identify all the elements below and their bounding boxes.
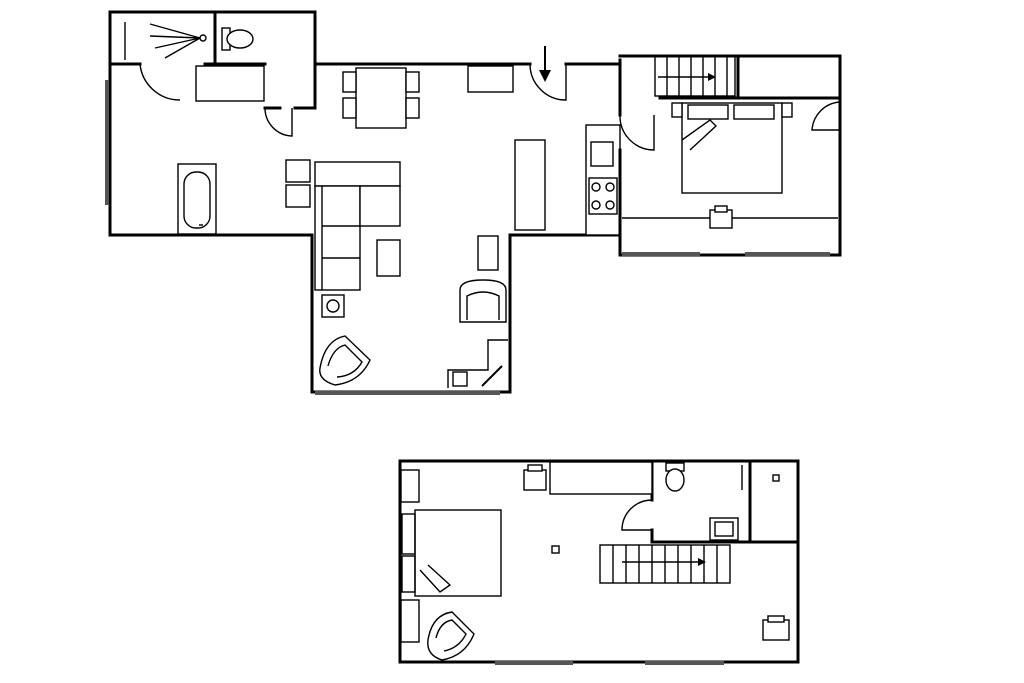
corner-sofa xyxy=(314,161,401,291)
sink-icon xyxy=(590,141,614,167)
bedroom-walls xyxy=(618,54,842,257)
sink-icon xyxy=(709,517,739,541)
bathroom-walls xyxy=(108,10,317,237)
living-area xyxy=(285,46,622,395)
drain-icon xyxy=(772,474,780,482)
dining-table xyxy=(342,67,420,129)
shower-door xyxy=(139,63,181,101)
bathroom xyxy=(105,10,317,237)
double-bed-icon xyxy=(401,509,502,597)
upper-floor-walls xyxy=(398,459,800,664)
fireplace-icon xyxy=(447,339,508,388)
entrance-arrow-icon xyxy=(539,46,551,82)
closet-door xyxy=(811,101,841,131)
chair-icon xyxy=(405,71,420,93)
chair-icon xyxy=(342,97,357,119)
floor-lamp-icon xyxy=(321,294,345,318)
toilet-icon xyxy=(221,27,254,51)
chair-icon xyxy=(405,97,420,119)
stairs-icon xyxy=(599,544,731,584)
shelf xyxy=(400,469,420,503)
chair-icon xyxy=(285,184,311,208)
stove-icon xyxy=(588,177,618,215)
coffee-table xyxy=(376,239,401,277)
bathtub-icon xyxy=(177,163,217,235)
double-bed-icon xyxy=(671,102,793,194)
armchair-icon xyxy=(427,611,475,661)
armchair-icon xyxy=(319,335,371,386)
tv-cabinet xyxy=(477,235,499,271)
shower-head-icon xyxy=(124,22,207,60)
bedroom-door xyxy=(619,114,655,151)
sideboard xyxy=(467,65,514,93)
bathroom-door xyxy=(264,107,293,137)
vanity-counter xyxy=(195,65,265,102)
stairs-icon xyxy=(654,55,736,97)
chair-icon xyxy=(762,615,790,641)
kitchen-island xyxy=(514,139,546,231)
armchair-icon xyxy=(459,279,507,323)
ground-floor xyxy=(105,10,842,395)
chair-icon xyxy=(285,159,311,183)
entrance-door xyxy=(529,63,567,101)
upper-bath-door xyxy=(621,499,653,531)
upper-floor xyxy=(398,459,800,665)
shelf xyxy=(400,599,420,643)
ceiling-light-icon xyxy=(551,545,560,554)
toilet-icon xyxy=(665,462,685,492)
chair-icon xyxy=(342,71,357,93)
chair-icon xyxy=(709,205,733,229)
desk xyxy=(549,461,653,495)
kitchen-counter xyxy=(585,124,621,236)
bedroom-ground xyxy=(618,54,842,257)
chair-icon xyxy=(523,464,547,491)
